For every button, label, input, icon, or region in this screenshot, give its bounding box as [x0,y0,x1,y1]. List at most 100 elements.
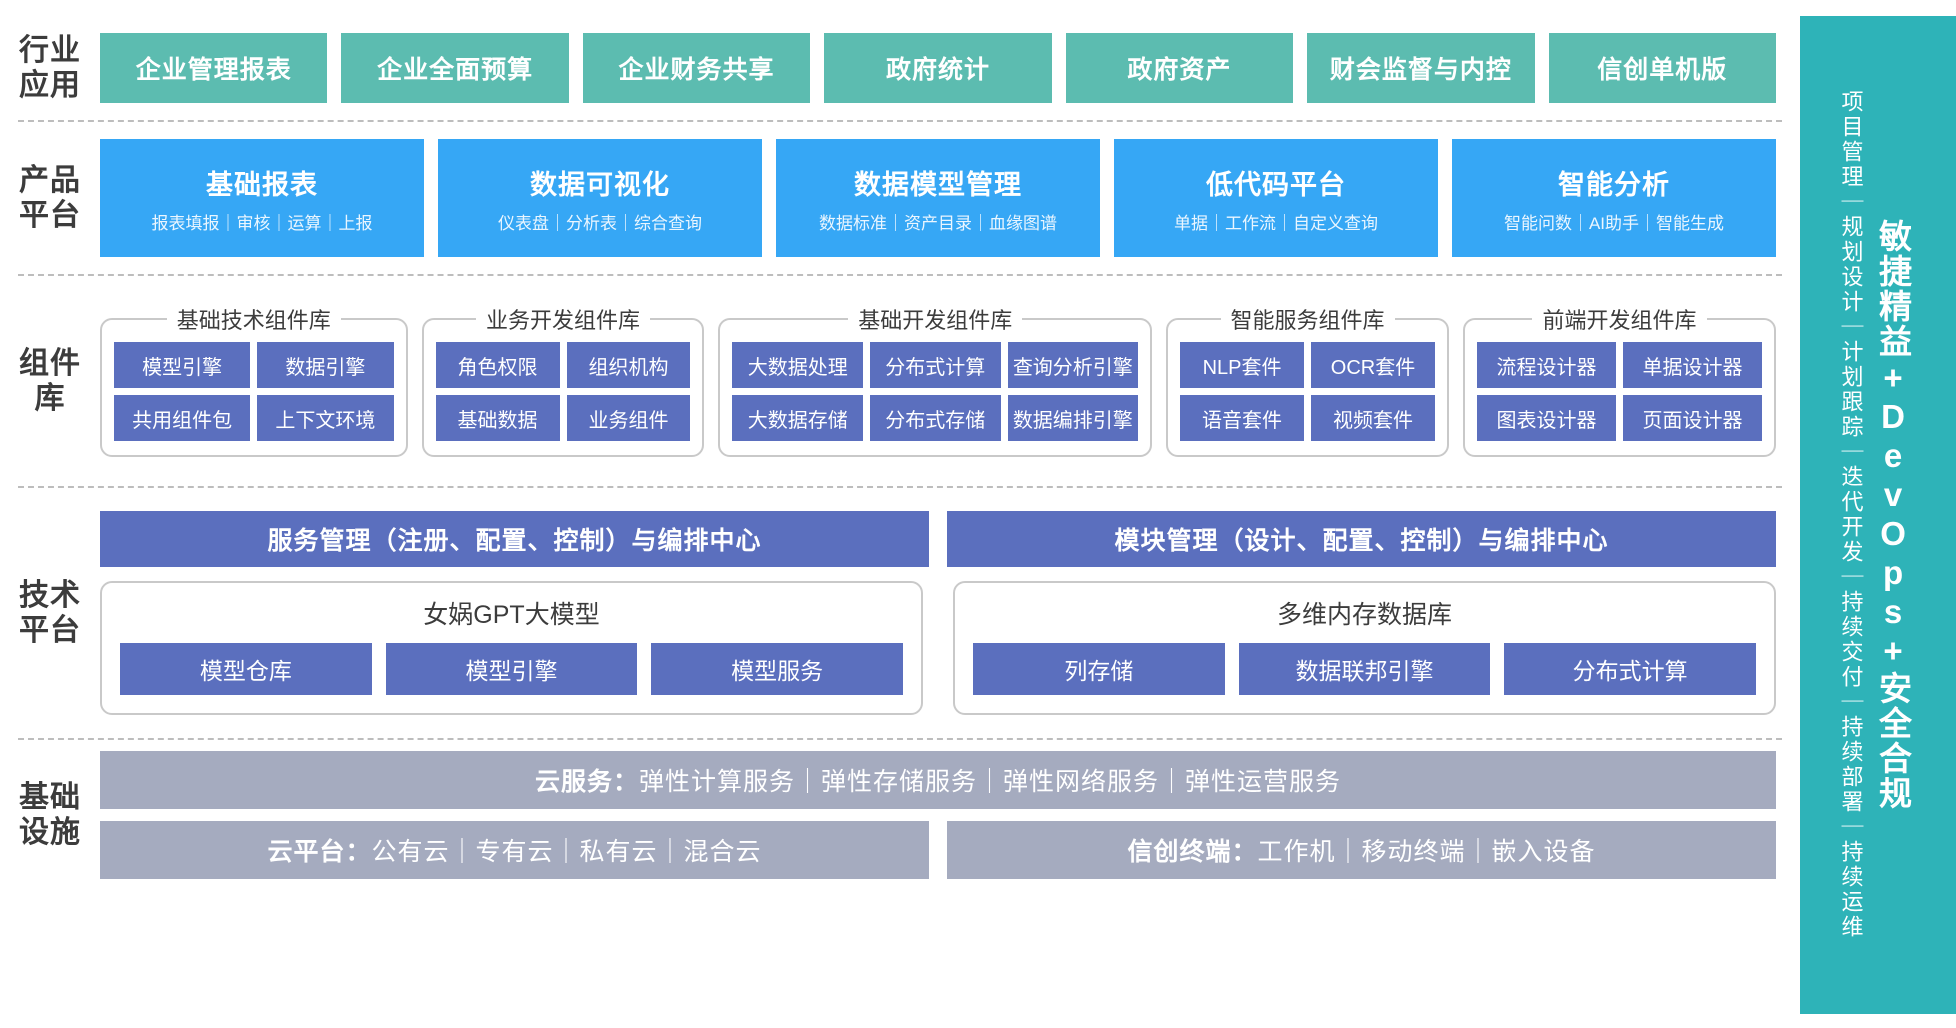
component-chip[interactable]: 页面设计器 [1622,395,1762,441]
industry-app-box[interactable]: 企业财务共享 [582,33,811,103]
component-library-title: 基础开发组件库 [848,303,1023,335]
component-chip[interactable]: 语音套件 [1180,395,1305,441]
infra-xc-terminal-prefix: 信创终端： [1127,838,1258,866]
tech-item[interactable]: 模型服务 [651,643,904,695]
tech-item[interactable]: 分布式计算 [1504,643,1757,695]
tech-item-list: 列存储 数据联邦引擎 分布式计算 [973,643,1757,695]
tech-item[interactable]: 模型仓库 [120,643,372,695]
tech-group-database: 多维内存数据库 列存储 数据联邦引擎 分布式计算 [953,581,1776,715]
band-infrastructure: 基础设施 云服务：弹性计算服务｜弹性存储服务｜弹性网络服务｜弹性运营服务 云平台… [0,740,1800,890]
band-label-component: 组件库 [19,346,81,415]
industry-app-box[interactable]: 信创单机版 [1548,33,1776,103]
band-industry-application: 行业应用 企业管理报表 企业全面预算 企业财务共享 政府统计 政府资产 财会监督… [0,16,1800,120]
industry-app-list: 企业管理报表 企业全面预算 企业财务共享 政府统计 政府资产 财会监督与内控 信… [100,33,1776,103]
component-chip[interactable]: 组织机构 [566,342,691,388]
component-chip[interactable]: 业务组件 [566,395,691,441]
component-chip-row: 流程设计器 单据设计器 [1476,342,1762,388]
component-chip[interactable]: 单据设计器 [1622,342,1762,388]
component-chip[interactable]: 上下文环境 [257,395,394,441]
tech-item-list: 模型仓库 模型引擎 模型服务 [120,643,904,695]
infrastructure-content: 云服务：弹性计算服务｜弹性存储服务｜弹性网络服务｜弹性运营服务 云平台：公有云｜… [100,751,1776,879]
infra-cloud-platform-bar[interactable]: 云平台：公有云｜专有云｜私有云｜混合云 [100,821,929,879]
band-label-tech: 技术平台 [19,578,81,647]
component-chip[interactable]: 共用组件包 [114,395,251,441]
component-chip[interactable]: 数据引擎 [257,342,394,388]
product-box[interactable]: 数据模型管理 数据标准｜资产目录｜血缘图谱 [776,139,1100,257]
tech-item[interactable]: 模型引擎 [385,643,638,695]
infra-xc-terminal-bar[interactable]: 信创终端：工作机｜移动终端｜嵌入设备 [947,821,1776,879]
industry-app-box[interactable]: 企业管理报表 [100,33,328,103]
product-title: 低代码平台 [1206,169,1346,200]
tech-management-bar[interactable]: 模块管理（设计、配置、控制）与编排中心 [947,511,1776,567]
component-library-group: 基础技术组件库 模型引擎 数据引擎 共用组件包 上下文环境 [100,303,408,457]
component-chip[interactable]: 模型引擎 [114,342,251,388]
product-title: 数据可视化 [530,169,670,200]
infra-cloud-service-prefix: 云服务： [534,768,639,796]
tech-group-llm: 女娲GPT大模型 模型仓库 模型引擎 模型服务 [100,581,923,715]
component-chip[interactable]: 大数据处理 [732,342,863,388]
component-chip-grid: 角色权限 组织机构 基础数据 业务组件 [435,342,691,441]
component-chip[interactable]: NLP套件 [1180,342,1305,388]
band-body-infra: 云服务：弹性计算服务｜弹性存储服务｜弹性网络服务｜弹性运营服务 云平台：公有云｜… [100,751,1800,879]
section-divider [18,738,1782,740]
product-subtitle: 报表填报｜审核｜运算｜上报 [151,213,373,233]
component-chip-row: 语音套件 视频套件 [1180,395,1435,441]
component-library-group: 基础开发组件库 大数据处理 分布式计算 查询分析引擎 大数据存储 分布式存储 数… [718,303,1153,457]
component-chip[interactable]: 大数据存储 [732,395,863,441]
component-chip-grid: NLP套件 OCR套件 语音套件 视频套件 [1180,342,1435,441]
side-banner: 敏捷精益+DevOps+安全合规 项目管理｜规划设计｜计划跟踪｜迭代开发｜持续交… [1800,0,1956,1028]
band-product-platform: 产品平台 基础报表 报表填报｜审核｜运算｜上报 数据可视化 仪表盘｜分析表｜综合… [0,122,1800,274]
industry-app-box[interactable]: 政府资产 [1065,33,1294,103]
product-box[interactable]: 数据可视化 仪表盘｜分析表｜综合查询 [438,139,762,257]
component-chip[interactable]: 流程设计器 [1476,342,1616,388]
band-body-tech: 服务管理（注册、配置、控制）与编排中心 模块管理（设计、配置、控制）与编排中心 … [100,511,1800,715]
band-body-component: 基础技术组件库 模型引擎 数据引擎 共用组件包 上下文环境 [100,303,1800,457]
band-body-industry: 企业管理报表 企业全面预算 企业财务共享 政府统计 政府资产 财会监督与内控 信… [100,33,1800,103]
component-chip[interactable]: 基础数据 [435,395,560,441]
component-chip[interactable]: 查询分析引擎 [1007,342,1139,388]
infra-xc-terminal-body: 工作机｜移动终端｜嵌入设备 [1257,838,1596,866]
product-box[interactable]: 智能分析 智能问数｜AI助手｜智能生成 [1452,139,1776,257]
component-chip-grid: 大数据处理 分布式计算 查询分析引擎 大数据存储 分布式存储 数据编排引擎 [732,342,1139,441]
infra-cloud-service-bar[interactable]: 云服务：弹性计算服务｜弹性存储服务｜弹性网络服务｜弹性运营服务 [100,751,1776,809]
component-library-title: 业务开发组件库 [475,303,651,335]
diagram-main-area: 行业应用 企业管理报表 企业全面预算 企业财务共享 政府统计 政府资产 财会监督… [0,16,1800,890]
infra-cloud-service-body: 弹性计算服务｜弹性存储服务｜弹性网络服务｜弹性运营服务 [639,768,1342,796]
product-box[interactable]: 低代码平台 单据｜工作流｜自定义查询 [1114,139,1438,257]
band-label-industry: 行业应用 [19,33,81,102]
section-divider [18,274,1782,276]
side-banner-inner: 敏捷精益+DevOps+安全合规 项目管理｜规划设计｜计划跟踪｜迭代开发｜持续交… [1800,16,1956,1014]
tech-group-row: 女娲GPT大模型 模型仓库 模型引擎 模型服务 多维内存数据库 列存储 [100,581,1776,715]
component-chip-row: 共用组件包 上下文环境 [114,395,394,441]
component-chip[interactable]: OCR套件 [1311,342,1435,388]
industry-app-box[interactable]: 政府统计 [824,33,1052,103]
component-chip[interactable]: 角色权限 [435,342,560,388]
side-banner-small-text: 项目管理｜规划设计｜计划跟踪｜迭代开发｜持续交付｜持续部署｜持续运维 [1838,90,1864,940]
industry-app-box[interactable]: 企业全面预算 [341,33,569,103]
component-chip[interactable]: 数据编排引擎 [1007,395,1139,441]
side-banner-big-text: 敏捷精益+DevOps+安全合规 [1874,219,1912,811]
tech-item[interactable]: 列存储 [973,643,1225,695]
tech-item[interactable]: 数据联邦引擎 [1238,643,1491,695]
component-chip[interactable]: 分布式存储 [870,395,1001,441]
component-library-group: 智能服务组件库 NLP套件 OCR套件 语音套件 视频套件 [1166,303,1449,457]
tech-group-title: 多维内存数据库 [1276,601,1452,629]
tech-management-bar[interactable]: 服务管理（注册、配置、控制）与编排中心 [100,511,929,567]
component-chip-row: NLP套件 OCR套件 [1180,342,1435,388]
industry-app-box[interactable]: 财会监督与内控 [1307,33,1535,103]
component-library-title: 基础技术组件库 [166,303,341,335]
component-chip-row: 角色权限 组织机构 [435,342,691,388]
component-chip[interactable]: 分布式计算 [870,342,1001,388]
infra-split-row: 云平台：公有云｜专有云｜私有云｜混合云 信创终端：工作机｜移动终端｜嵌入设备 [100,821,1776,879]
infra-cloud-platform-body: 公有云｜专有云｜私有云｜混合云 [371,838,762,866]
tech-platform-content: 服务管理（注册、配置、控制）与编排中心 模块管理（设计、配置、控制）与编排中心 … [100,511,1776,715]
section-divider [18,486,1782,488]
infra-cloud-platform-prefix: 云平台： [267,838,372,866]
component-chip[interactable]: 视频套件 [1311,395,1435,441]
component-chip-grid: 模型引擎 数据引擎 共用组件包 上下文环境 [114,342,394,441]
component-chip[interactable]: 图表设计器 [1476,395,1616,441]
product-platform-list: 基础报表 报表填报｜审核｜运算｜上报 数据可视化 仪表盘｜分析表｜综合查询 数据… [100,139,1776,257]
product-box[interactable]: 基础报表 报表填报｜审核｜运算｜上报 [100,139,424,257]
band-tech-platform: 技术平台 服务管理（注册、配置、控制）与编排中心 模块管理（设计、配置、控制）与… [0,488,1800,738]
